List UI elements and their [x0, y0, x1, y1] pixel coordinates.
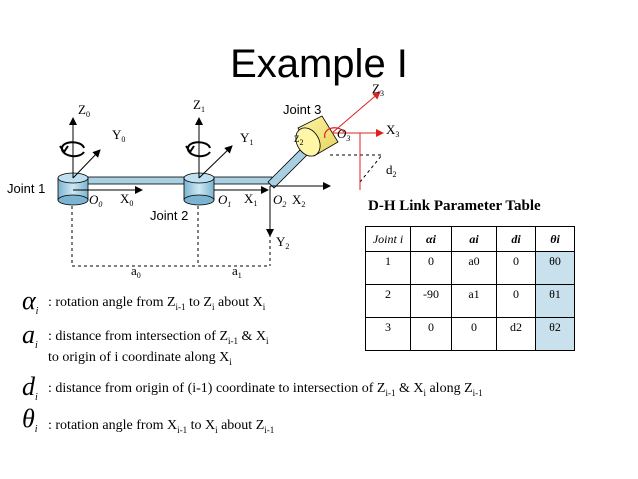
z1-label: Z1 [193, 97, 205, 115]
joint3-label: Joint 3 [283, 102, 322, 117]
y1-label: Y1 [240, 130, 254, 148]
y0-axis [72, 149, 101, 179]
table-title: D-H Link Parameter Table [368, 198, 541, 214]
table-header-row: Joint i αi ai di θi [365, 226, 575, 252]
a-definition-line2: to origin of i coordinate along Xi [48, 350, 232, 367]
o3-label: O3 [337, 126, 351, 144]
joint2-label: Joint 2 [150, 208, 189, 223]
theta-symbol: θi [22, 404, 38, 435]
x2-label: X2 [292, 192, 306, 210]
header-theta: θi [535, 226, 575, 252]
z2-label: Z2 [294, 134, 304, 147]
y0-label: Y0 [112, 127, 126, 145]
d-definition: : distance from origin of (i-1) coordina… [48, 381, 483, 398]
z3-axis [331, 91, 381, 134]
theta-definition: : rotation angle from Xi-1 to Xi about Z… [48, 418, 275, 435]
header-alpha: αi [410, 226, 452, 252]
joint3-cylinder [295, 115, 339, 157]
z3-label: Z3 [372, 81, 384, 99]
header-d: di [496, 226, 536, 252]
z0-label: Z0 [78, 102, 90, 120]
a-definition: : distance from intersection of Zi-1 & X… [48, 329, 269, 346]
header-joint: Joint i [365, 226, 411, 252]
d2-label: d2 [386, 162, 397, 180]
alpha-symbol: αi [22, 286, 39, 317]
o2-label: O2 [273, 192, 287, 210]
a-symbol: ai [22, 320, 38, 351]
d-symbol: di [22, 372, 38, 403]
alpha-definition: : rotation angle from Zi-1 to Zi about X… [48, 295, 266, 312]
slide-title: Example I [230, 42, 408, 86]
x0-label: X0 [120, 191, 134, 209]
header-a: ai [451, 226, 497, 252]
y2-label: Y2 [276, 234, 290, 252]
joint2-cylinder [183, 172, 215, 206]
prismatic-link [267, 147, 309, 189]
y1-axis [198, 145, 233, 179]
o1-label: O1 [218, 192, 232, 210]
joint1-label: Joint 1 [7, 181, 46, 196]
x3-label: X3 [386, 122, 400, 140]
o0-label: O0 [89, 192, 103, 210]
link-bar [71, 176, 273, 185]
a0-label: a0 [131, 263, 141, 281]
guide-line [359, 154, 383, 183]
a1-label: a1 [232, 263, 242, 281]
x1-label: X1 [244, 191, 258, 209]
